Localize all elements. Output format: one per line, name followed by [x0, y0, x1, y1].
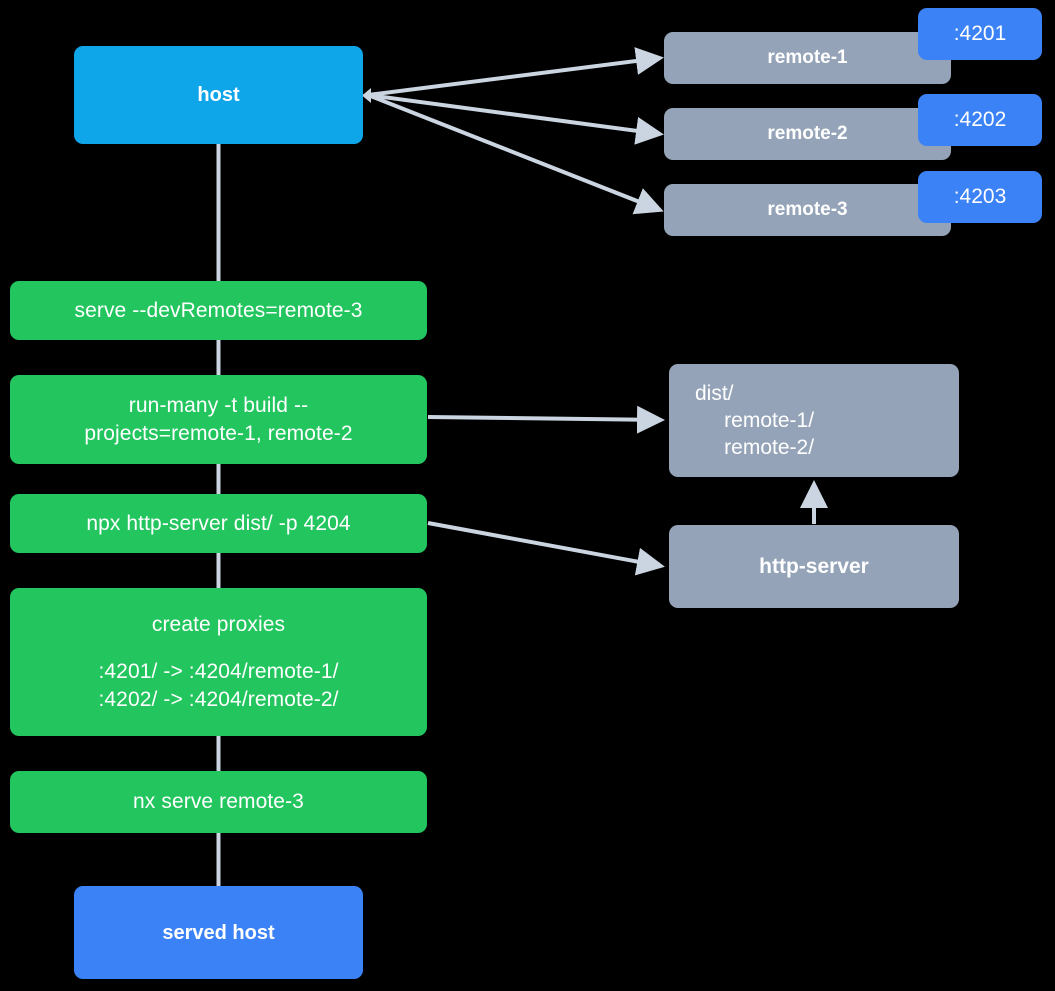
command-run-many-line-1: run-many -t build --	[128, 394, 309, 418]
node-host-label: host	[197, 84, 240, 106]
node-host[interactable]: host	[74, 46, 363, 144]
dist-folder-line-3: remote-2/	[695, 436, 815, 460]
command-npx-http-server-line-1: npx http-server dist/ -p 4204	[86, 511, 351, 535]
port-badge-4201[interactable]: :4201	[918, 8, 1042, 60]
node-command-nx-serve-remote-3[interactable]: nx serve remote-3	[10, 771, 427, 833]
command-nx-serve-line-1: nx serve remote-3	[133, 790, 304, 814]
node-remote-2[interactable]: remote-2	[664, 108, 951, 160]
port-badge-4201-label: :4201	[953, 22, 1007, 46]
node-command-npx-http-server[interactable]: npx http-server dist/ -p 4204	[10, 494, 427, 553]
command-create-proxies-mapping-2: :4202/ -> :4204/remote-2/	[98, 687, 339, 711]
node-remote-1-label: remote-1	[767, 46, 848, 68]
edge-remotes-to-host-arrowhead	[362, 88, 371, 103]
http-server-label: http-server	[759, 554, 869, 578]
command-create-proxies-mapping-1: :4201/ -> :4204/remote-1/	[98, 660, 339, 684]
port-badge-4203-label: :4203	[953, 185, 1007, 209]
node-command-create-proxies[interactable]: create proxies :4201/ -> :4204/remote-1/…	[10, 588, 427, 736]
edge-host-to-remote-2	[367, 93, 664, 145]
node-remote-1[interactable]: remote-1	[664, 32, 951, 84]
node-http-server[interactable]: http-server	[669, 525, 959, 608]
served-host-label: served host	[162, 921, 275, 944]
port-badge-4202-label: :4202	[953, 108, 1007, 132]
edge-host-to-remote-1	[367, 47, 664, 97]
dist-folder-line-2: remote-1/	[695, 408, 815, 432]
port-badge-4202[interactable]: :4202	[918, 94, 1042, 146]
command-create-proxies-title: create proxies	[151, 613, 286, 637]
edge-run-many-to-dist	[427, 405, 665, 434]
node-remote-3[interactable]: remote-3	[664, 184, 951, 236]
node-dist-folder[interactable]: dist/ remote-1/ remote-2/	[669, 364, 959, 477]
dist-folder-line-1: dist/	[695, 381, 734, 405]
edge-host-to-remote-3	[367, 93, 664, 215]
node-served-host[interactable]: served host	[74, 886, 363, 979]
command-serve-devremotes-line-1: serve --devRemotes=remote-3	[74, 298, 363, 322]
node-command-run-many-build[interactable]: run-many -t build -- projects=remote-1, …	[10, 375, 427, 464]
command-run-many-line-2: projects=remote-1, remote-2	[84, 421, 353, 445]
node-remote-2-label: remote-2	[767, 122, 848, 144]
port-badge-4203[interactable]: :4203	[918, 171, 1042, 223]
node-command-serve-devremotes[interactable]: serve --devRemotes=remote-3	[10, 281, 427, 340]
node-remote-3-label: remote-3	[767, 198, 848, 220]
edge-npx-to-http-server	[427, 521, 665, 576]
